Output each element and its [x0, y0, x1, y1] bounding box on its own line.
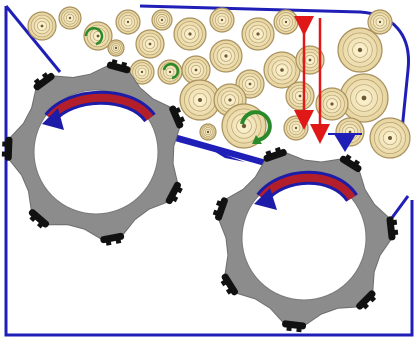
- log-section: [200, 124, 216, 140]
- log-section: [108, 40, 124, 56]
- log-section: [116, 10, 140, 34]
- log-section: [136, 30, 164, 58]
- log-section: [59, 7, 81, 29]
- log-section: [286, 82, 314, 110]
- log-section: [274, 10, 298, 34]
- log-section: [210, 8, 234, 32]
- feed-wheel-left: [2, 58, 187, 247]
- log-section: [210, 40, 242, 72]
- gear-tooth: [2, 136, 13, 160]
- log-section: [370, 118, 410, 158]
- log-section: [152, 10, 172, 30]
- log-section: [242, 18, 274, 50]
- gap-arrows: [304, 18, 320, 134]
- log-section: [174, 18, 206, 50]
- log-section: [368, 10, 392, 34]
- log-section: [28, 12, 56, 40]
- log-section: [338, 28, 382, 72]
